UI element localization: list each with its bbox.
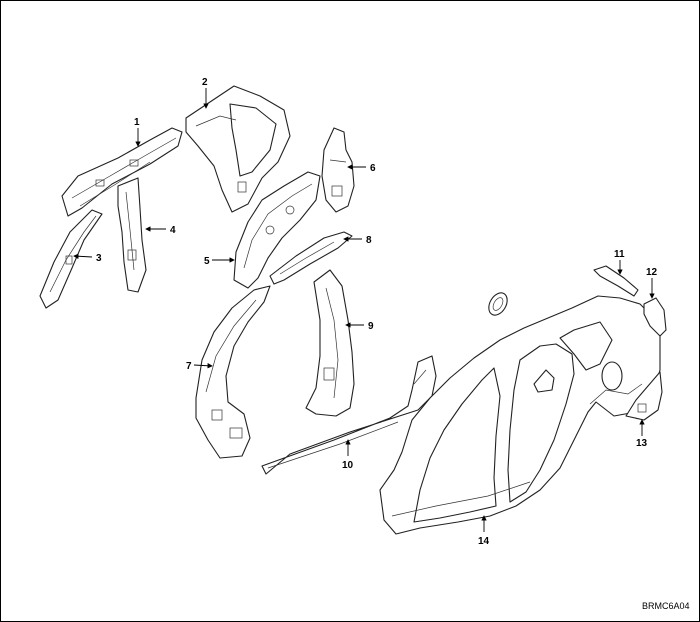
label-2: 2 bbox=[202, 77, 208, 88]
label-6: 6 bbox=[370, 163, 376, 174]
part-10-side-sill bbox=[261, 355, 437, 475]
label-13: 13 bbox=[636, 438, 648, 449]
label-9: 9 bbox=[368, 321, 374, 332]
leader-lines bbox=[73, 88, 655, 532]
label-4: 4 bbox=[170, 225, 176, 236]
part-14-side-outer-panel bbox=[379, 295, 661, 535]
label-1: 1 bbox=[134, 117, 140, 128]
label-7: 7 bbox=[186, 361, 192, 372]
label-12: 12 bbox=[646, 267, 658, 278]
part-12-rear-corner bbox=[643, 297, 667, 337]
part-5-rear-wheel-house bbox=[233, 171, 321, 289]
part-3-front-pillar-inner bbox=[39, 209, 103, 309]
label-8: 8 bbox=[366, 235, 372, 246]
label-3: 3 bbox=[96, 253, 102, 264]
part-13-rear-lower-panel bbox=[625, 371, 663, 421]
part-1-roof-side-rail bbox=[61, 127, 183, 217]
part-11-roof-rail-rear bbox=[593, 265, 639, 297]
part-6-rear-bracket bbox=[321, 127, 355, 213]
part-7-front-pillar-outer bbox=[195, 285, 271, 459]
part-8-roof-member bbox=[269, 231, 353, 285]
fuel-filler-ring bbox=[488, 292, 508, 316]
part-9-center-pillar-outer bbox=[305, 269, 355, 417]
part-2-rear-upper-pillar bbox=[185, 85, 291, 213]
label-14: 14 bbox=[478, 536, 490, 547]
part-4-center-pillar-inner bbox=[117, 177, 147, 293]
drawing-code: BRMC6A04 bbox=[642, 601, 690, 611]
label-11: 11 bbox=[614, 249, 625, 260]
label-10: 10 bbox=[342, 460, 354, 471]
label-5: 5 bbox=[204, 256, 210, 267]
